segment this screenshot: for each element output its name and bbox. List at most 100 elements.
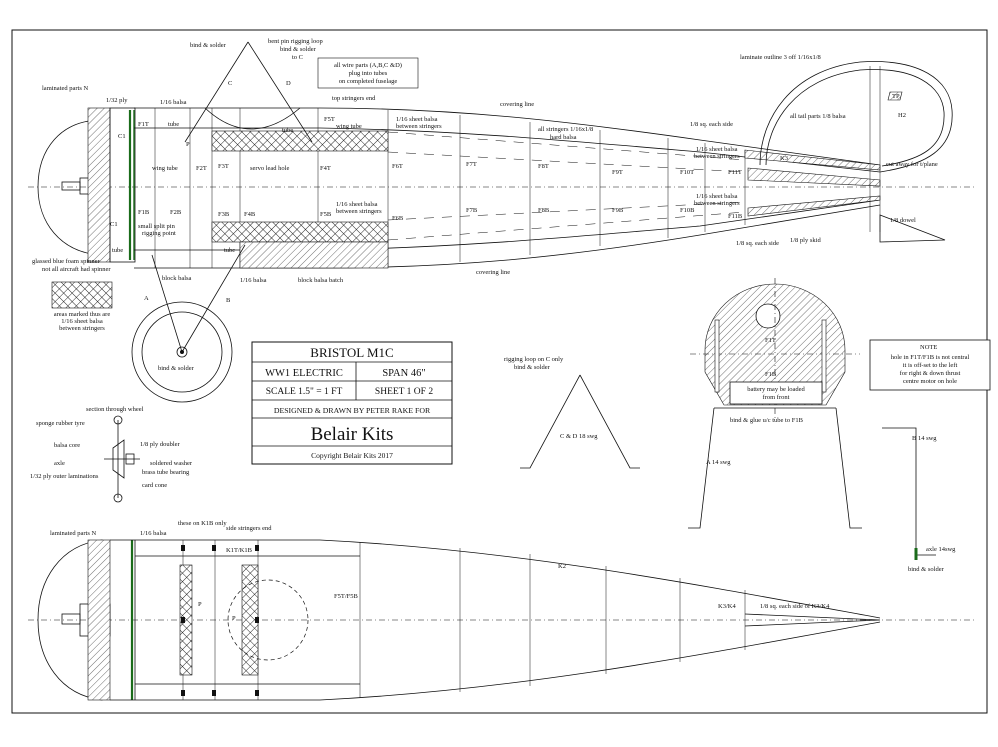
label-legend-2: 1/16 sheet balsa	[61, 318, 103, 325]
label-c1-top: C1	[118, 133, 126, 140]
label-top-k1: K1T/K1B	[226, 547, 253, 554]
wire-note-box	[317, 57, 419, 89]
label-laminated: laminated parts N	[42, 85, 89, 92]
label-top-p1: P	[198, 601, 202, 608]
label-f11t: F11T	[728, 169, 742, 176]
label-wheel-tyre: sponge rubber tyre	[36, 420, 85, 427]
label-rigging-2: bind & solder	[514, 364, 551, 371]
label-dowel: 1/8 dowel	[890, 217, 916, 224]
side-view	[28, 41, 975, 403]
title-span: SPAN 46"	[382, 368, 425, 379]
label-f11b: F11B	[728, 213, 743, 220]
label-sheet-mid-1: 1/16 sheet balsa	[336, 201, 378, 208]
label-note-3: for right & down thrust	[900, 370, 961, 377]
label-cut-away: cut away for t/plane	[886, 161, 938, 168]
label-sheet-top-1: 1/16 sheet balsa	[396, 116, 438, 123]
label-sheet-top-2: between stringers	[396, 123, 442, 130]
label-bind-solder-wheel: bind & solder	[158, 365, 195, 372]
label-covering-low: covering line	[476, 269, 510, 276]
title-designer: DESIGNED & DRAWN BY PETER RAKE FOR	[274, 406, 431, 415]
spinner-top	[37, 539, 103, 701]
label-wire-note-1: all wire parts (A,B,C &D)	[334, 62, 402, 69]
label-wing-tube-2: wing tube	[336, 123, 362, 130]
label-note-title: NOTE	[920, 344, 937, 351]
label-bent-pin-3: to C	[292, 54, 303, 61]
label-f1t: F1T	[138, 121, 149, 128]
label-stringers-1: all stringers 1/16x1/8	[538, 126, 593, 133]
label-wheel-title: section through wheel	[86, 406, 144, 413]
title-sheet: SHEET 1 OF 2	[375, 387, 433, 397]
title-copyright: Copyright Belair Kits 2017	[311, 451, 393, 460]
label-h2: H2	[898, 112, 906, 119]
label-balsa-1-16-low: 1/16 balsa	[240, 277, 267, 284]
sheet-area-bottom	[211, 221, 389, 243]
label-bent-pin-2: bind & solder	[280, 46, 317, 53]
title-block: BRISTOL M1C WW1 ELECTRIC SPAN 46" SCALE …	[251, 341, 453, 465]
label-letter-d: D	[286, 80, 291, 87]
label-f2t: F2T	[196, 165, 207, 172]
label-f5t: F5T	[324, 116, 335, 123]
spinner	[37, 119, 103, 256]
tail-fin	[759, 61, 953, 173]
labels: bind & solder bent pin rigging loop bind…	[30, 38, 969, 622]
label-f1b: F1B	[138, 209, 150, 216]
label-spinner-1: glassed blue foam spinner	[32, 258, 101, 265]
label-f5b: F5B	[320, 211, 332, 218]
legend-swatch	[51, 281, 113, 309]
label-f7b: F7B	[466, 207, 478, 214]
label-wheel-laminations: 1/32 ply outer laminations	[30, 473, 99, 480]
label-f3t: F3T	[218, 163, 229, 170]
front-view	[688, 278, 862, 529]
label-tube-low2: tube	[224, 247, 235, 254]
label-tp: TP	[892, 93, 900, 100]
title-brand: Belair Kits	[311, 424, 394, 445]
label-balsa-1-16: 1/16 balsa	[160, 99, 187, 106]
label-f4b: F4B	[244, 211, 256, 218]
label-split-pin-1: small split pin	[138, 223, 176, 230]
label-servo-lead: servo lead hole	[250, 165, 289, 172]
rigging-wire	[520, 374, 640, 469]
label-wire-note-3: on completed fuselage	[339, 78, 398, 85]
label-f2b: F2B	[170, 209, 182, 216]
label-wing-tube: wing tube	[152, 165, 178, 172]
label-sheet-tailb-2: between stringers	[694, 200, 740, 207]
nose-block	[87, 107, 111, 263]
label-top-balsa: 1/16 balsa	[140, 530, 167, 537]
label-sheet-tail-1: 1/16 sheet balsa	[696, 146, 738, 153]
label-f10b: F10B	[680, 207, 695, 214]
label-spinner-2: not all aircraft had spinner	[42, 266, 111, 273]
note-box	[869, 339, 991, 391]
label-ply-1-32: 1/32 ply	[106, 97, 128, 104]
label-top-k3k4: K3/K4	[718, 603, 736, 610]
label-battery-1: battery may be loaded	[747, 386, 805, 393]
label-covering-top: covering line	[500, 101, 534, 108]
label-top-sq-each: 1/8 sq. each side of K3/K4	[760, 603, 830, 610]
label-wheel-washer: soldered washer	[150, 460, 193, 467]
label-f8t: F8T	[538, 163, 549, 170]
label-letter-a: A	[144, 295, 149, 302]
label-note-1: hole in F1T/F1B is not central	[891, 354, 970, 361]
label-b-bind: bind & solder	[908, 566, 945, 573]
label-wheel-cone: card cone	[142, 482, 167, 489]
label-f9b: F9B	[612, 207, 624, 214]
title-scale: SCALE 1.5" = 1 FT	[266, 387, 343, 397]
label-glue-note: bind & glue u/c tube to F1B	[730, 417, 804, 424]
top-view	[28, 539, 975, 701]
label-a-wire: A 14 swg	[706, 459, 731, 466]
label-k3: K3	[780, 155, 788, 162]
b-wire	[882, 427, 936, 560]
label-front-f1b: F1B	[765, 371, 777, 378]
label-letter-c: C	[228, 80, 232, 87]
label-sheet-tailb-1: 1/16 sheet balsa	[696, 193, 738, 200]
label-b-axle: axle 14swg	[926, 546, 956, 553]
label-legend-1: areas marked thus are	[54, 311, 111, 318]
label-p: P	[186, 141, 190, 148]
label-f10t: F10T	[680, 169, 694, 176]
label-sq-each-top: 1/8 sq. each side	[690, 121, 733, 128]
label-note-2: it is off-set to the left	[903, 362, 958, 369]
label-battery-2: from front	[763, 394, 790, 401]
title-model: BRISTOL M1C	[310, 345, 393, 360]
label-wheel-axle: axle	[54, 460, 65, 467]
label-f6t: F6T	[392, 163, 403, 170]
label-wire-note-2: plug into tubes	[349, 70, 388, 77]
